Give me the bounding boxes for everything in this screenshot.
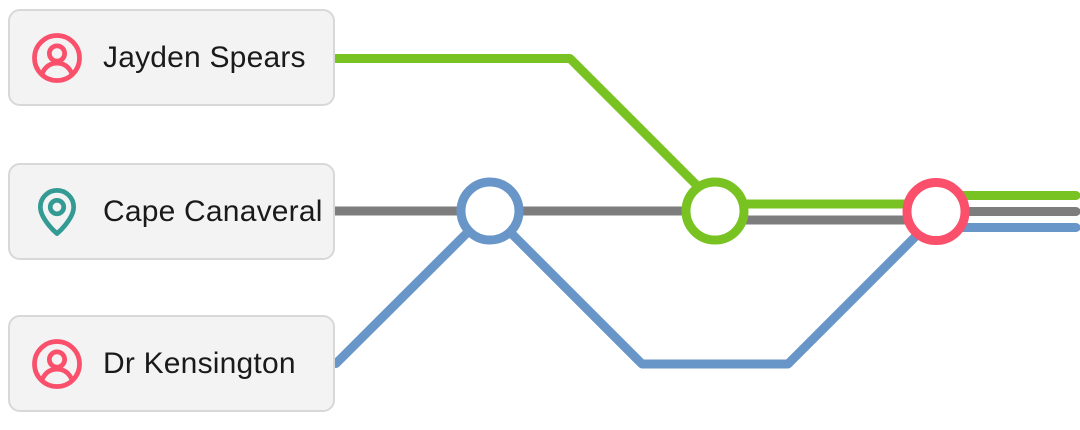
map-pin-icon [30,185,84,239]
card-label: Dr Kensington [103,346,296,380]
station-node-blue[interactable] [456,177,524,245]
card-cape-canaveral[interactable]: Cape Canaveral [8,163,335,260]
person-icon [30,31,84,85]
station-node-green[interactable] [681,177,749,245]
card-jayden-spears[interactable]: Jayden Spears [8,9,335,106]
card-dr-kensington[interactable]: Dr Kensington [8,315,335,412]
card-label: Cape Canaveral [103,194,323,228]
card-label: Jayden Spears [103,40,306,74]
person-icon [30,337,84,391]
station-node-pink[interactable] [902,178,970,245]
